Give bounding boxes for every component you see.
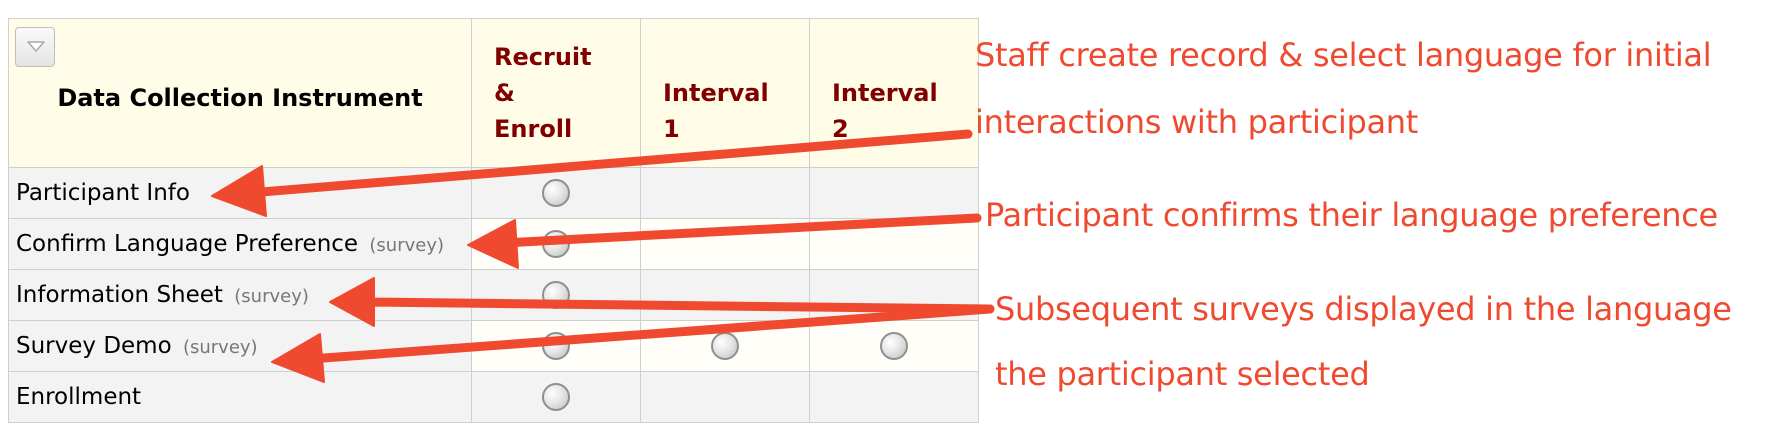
survey-badge: (survey) [234, 286, 309, 307]
annotation-participant: Participant confirms their language pref… [985, 196, 1718, 234]
grid-header-row: Data Collection Instrument Recruit & Enr… [8, 18, 979, 168]
status-circle-icon[interactable] [880, 332, 908, 360]
annotation-staff-line-1: Staff create record & select language fo… [975, 36, 1712, 74]
arrowhead-participant-info [211, 165, 267, 217]
instrument-row-participant-info: Participant Info [8, 167, 979, 219]
status-cell [809, 371, 979, 423]
instrument-column-header: Data Collection Instrument [8, 18, 472, 168]
arrowhead-information-sheet [329, 277, 375, 327]
arrow-to-confirm-language [498, 213, 982, 248]
status-cell [809, 167, 979, 219]
event-header-word: & [494, 79, 515, 107]
status-cell [640, 269, 810, 321]
instrument-row-enrollment: Enrollment [8, 371, 979, 423]
event-header-word: Interval [832, 79, 938, 107]
survey-badge: (survey) [369, 235, 445, 256]
instrument-name-cell: Information Sheet (survey) [8, 269, 472, 321]
status-cell [640, 371, 810, 423]
arrowhead-confirm-language [467, 219, 519, 269]
instrument-row-information-sheet: Information Sheet (survey) [8, 269, 979, 321]
instrument-name: Information Sheet [16, 282, 223, 308]
collapse-button[interactable] [15, 27, 55, 67]
instrument-name: Survey Demo [16, 333, 172, 359]
instrument-name: Participant Info [16, 180, 190, 206]
instrument-name: Confirm Language Preference [16, 231, 359, 257]
arrow-to-information-sheet [360, 297, 995, 314]
status-circle-icon[interactable] [711, 332, 739, 360]
instrument-row-survey-demo: Survey Demo (survey) [8, 320, 979, 372]
status-cell[interactable] [471, 269, 641, 321]
arrow-to-participant-info [245, 129, 973, 198]
instrument-name-cell: Confirm Language Preference (survey) [8, 218, 472, 270]
status-cell[interactable] [471, 371, 641, 423]
survey-badge: (survey) [182, 337, 258, 358]
event-header-interval-1[interactable]: Interval 1 [640, 18, 810, 168]
event-header-recruit-enroll[interactable]: Recruit & Enroll [471, 18, 641, 168]
annotation-staff-line-2: interactions with participant [975, 103, 1419, 141]
arrow-to-survey-demo [305, 304, 995, 364]
status-circle-icon[interactable] [542, 179, 570, 207]
annotation-subsequent-line-1: Subsequent surveys displayed in the lang… [995, 290, 1732, 328]
status-cell [640, 167, 810, 219]
event-header-word: 2 [832, 115, 849, 143]
instrument-name-cell: Survey Demo (survey) [8, 320, 472, 372]
data-collection-grid: Data Collection Instrument Recruit & Enr… [8, 18, 979, 423]
status-cell[interactable] [809, 320, 979, 372]
instrument-name-cell: Participant Info [8, 167, 472, 219]
status-circle-icon[interactable] [542, 383, 570, 411]
instrument-name: Enrollment [16, 384, 142, 410]
instrument-column-label: Data Collection Instrument [57, 84, 423, 112]
event-header-word: 1 [663, 115, 680, 143]
arrowhead-survey-demo [271, 333, 325, 383]
chevron-down-icon [27, 41, 45, 52]
event-header-word: Recruit [494, 43, 592, 71]
event-header-word: Interval [663, 79, 769, 107]
instrument-name-cell: Enrollment [8, 371, 472, 423]
annotation-subsequent-line-2: the participant selected [995, 355, 1370, 393]
event-header-word: Enroll [494, 115, 573, 143]
